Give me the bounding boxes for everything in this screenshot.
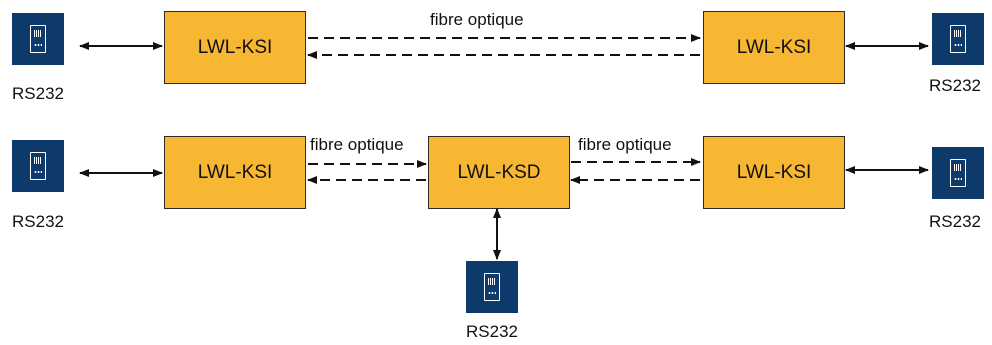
module-lwl-ksd: LWL-KSD (428, 136, 570, 209)
serial-device-icon (12, 13, 64, 65)
fibre-label: fibre optique (430, 10, 524, 29)
serial-device-icon (12, 140, 64, 192)
module-lwl-ksi: LWL-KSI (703, 136, 845, 209)
fibre-label: fibre optique (578, 135, 672, 154)
serial-device-icon (932, 13, 984, 65)
rs232-label: RS232 (12, 212, 64, 231)
rs232-label: RS232 (12, 84, 64, 103)
serial-device-icon (466, 261, 518, 313)
rs232-label: RS232 (929, 76, 981, 95)
module-lwl-ksi: LWL-KSI (703, 11, 845, 84)
rs232-label: RS232 (466, 322, 518, 341)
module-lwl-ksi: LWL-KSI (164, 136, 306, 209)
module-lwl-ksi: LWL-KSI (164, 11, 306, 84)
rs232-label: RS232 (929, 212, 981, 231)
serial-device-icon (932, 147, 984, 199)
fibre-label: fibre optique (310, 135, 404, 154)
